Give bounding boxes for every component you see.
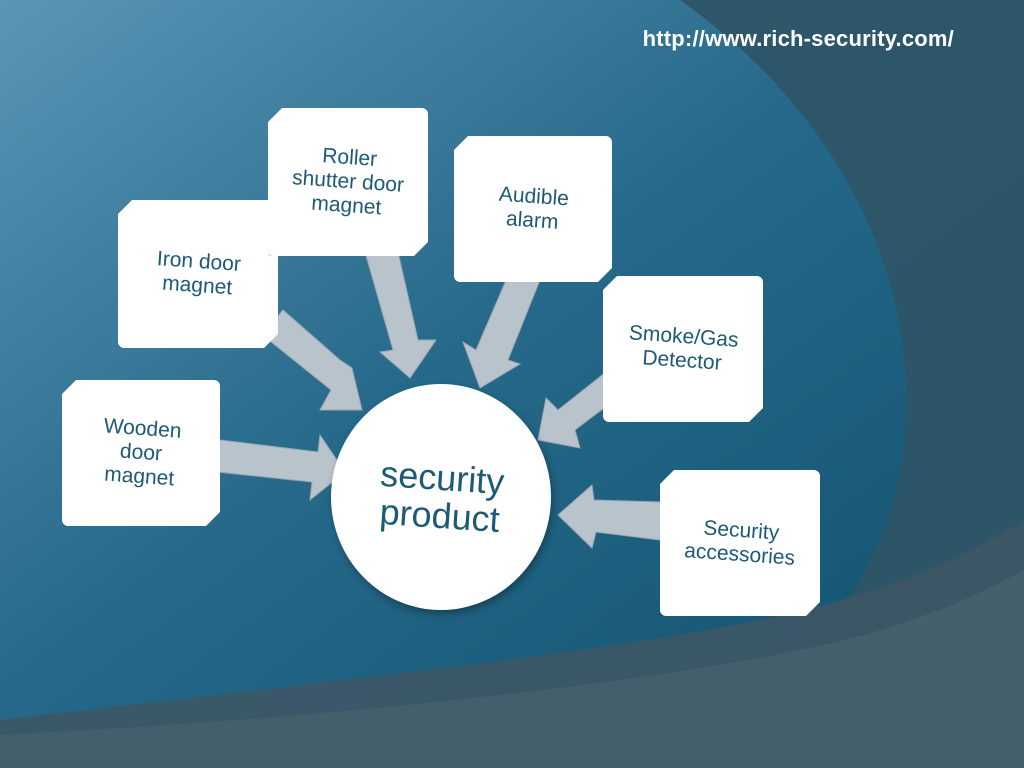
background-swoosh-bottom-2 (0, 570, 1024, 768)
arrow-wooden-to-center (217, 433, 346, 502)
arrow-iron-to-center (261, 309, 363, 411)
center-node-security-product: security product (331, 384, 551, 610)
node-wooden-door-magnet: Wooden door magnet (62, 380, 220, 526)
arrow-audible-to-center (462, 277, 541, 389)
node-roller-shutter-door-magnet: Roller shutter door magnet (268, 108, 428, 256)
node-label: Roller shutter door magnet (291, 144, 405, 220)
node-label: Smoke/Gas Detector (628, 321, 740, 375)
center-label: security product (378, 452, 506, 541)
node-label: Wooden door magnet (103, 414, 183, 491)
node-label: Security accessories (683, 516, 796, 570)
arrow-accessories-to-center (557, 484, 663, 549)
node-iron-door-magnet: Iron door magnet (118, 200, 278, 348)
node-label: Iron door magnet (156, 247, 242, 300)
node-label: Audible alarm (498, 182, 570, 234)
website-url[interactable]: http://www.rich-security.com/ (642, 26, 954, 51)
background-swoosh-right (680, 0, 1024, 680)
arrow-smoke-to-center (537, 371, 613, 449)
node-smoke-gas-detector: Smoke/Gas Detector (603, 276, 763, 422)
node-audible-alarm: Audible alarm (454, 136, 612, 282)
arrow-roller-to-center (364, 251, 437, 379)
node-security-accessories: Security accessories (660, 470, 820, 616)
